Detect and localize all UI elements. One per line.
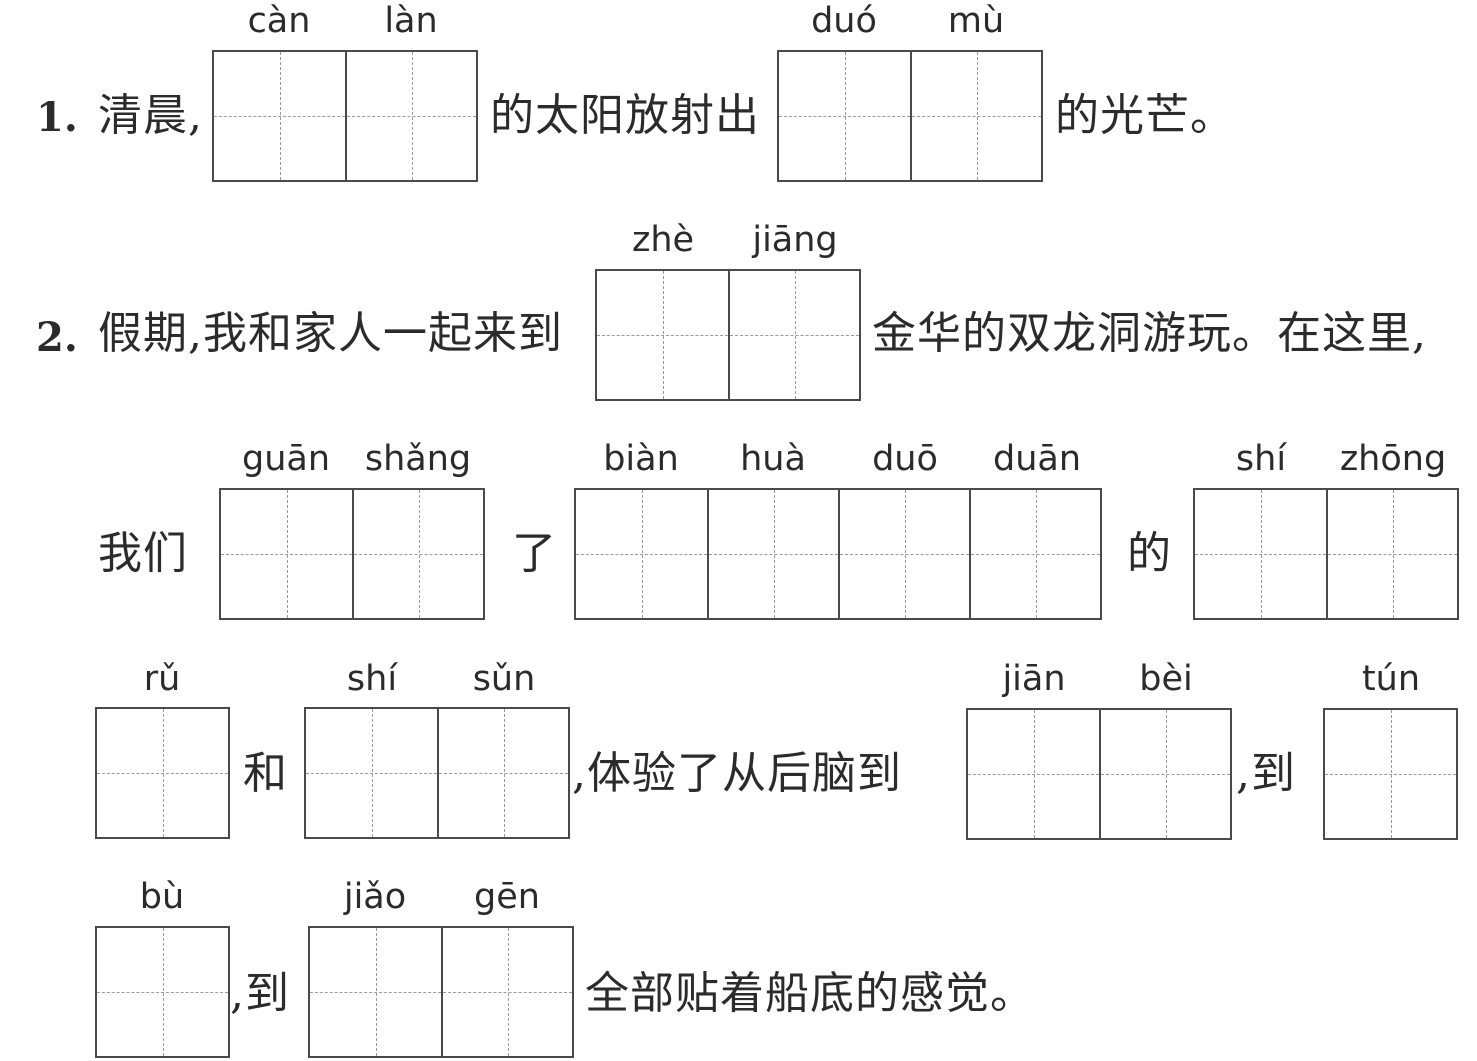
question-2-number: 2.: [36, 314, 78, 361]
pinyin-label: shí: [1235, 439, 1287, 479]
pinyin-label: làn: [384, 1, 438, 41]
question-1-text-a: 清晨,: [98, 90, 203, 141]
pinyin-label: zhōng: [1339, 439, 1447, 479]
pinyin-label: tún: [1361, 659, 1421, 699]
pinyin-label: bèi: [1139, 659, 1193, 699]
pinyin-label: shǎng: [364, 439, 472, 479]
answer-box-bianhuaduoduan[interactable]: [574, 488, 1102, 620]
tianzige-cell[interactable]: [1099, 710, 1230, 838]
pinyin-label: duān: [992, 439, 1082, 479]
question-1-number: 1.: [36, 94, 78, 141]
tianzige-cell[interactable]: [352, 490, 483, 618]
pinyin-label: mù: [947, 1, 1005, 41]
question-2-text-h: ,到: [1236, 748, 1296, 799]
answer-box-guanshang[interactable]: [219, 488, 485, 620]
tianzige-cell[interactable]: [838, 490, 969, 618]
tianzige-cell[interactable]: [221, 490, 352, 618]
question-2-text-g: ,体验了从后脑到: [572, 748, 902, 799]
tianzige-cell[interactable]: [968, 710, 1099, 838]
pinyin-label: zhè: [631, 220, 695, 260]
tianzige-cell[interactable]: [1326, 490, 1457, 618]
question-1-text-b: 的太阳放射出: [490, 90, 760, 141]
pinyin-label: rǔ: [143, 659, 181, 699]
answer-box-jianbei[interactable]: [966, 708, 1232, 840]
pinyin-label: duō: [872, 439, 938, 479]
pinyin-label: sǔn: [472, 659, 536, 699]
pinyin-label: càn: [247, 1, 311, 41]
answer-box-zhejiang[interactable]: [595, 269, 861, 401]
tianzige-cell[interactable]: [97, 709, 228, 837]
tianzige-cell[interactable]: [1325, 710, 1456, 838]
answer-box-ru[interactable]: [95, 707, 230, 839]
tianzige-cell[interactable]: [310, 928, 441, 1056]
tianzige-cell[interactable]: [707, 490, 838, 618]
tianzige-cell[interactable]: [97, 928, 228, 1056]
tianzige-cell[interactable]: [345, 52, 476, 180]
tianzige-cell[interactable]: [728, 271, 859, 399]
question-2-text-a: 假期,我和家人一起来到: [98, 308, 563, 359]
question-2-text-d: 了: [512, 528, 557, 579]
tianzige-cell[interactable]: [437, 709, 568, 837]
pinyin-label: jiān: [1002, 659, 1066, 699]
pinyin-label: shí: [346, 659, 398, 699]
answer-box-canlan[interactable]: [212, 50, 478, 182]
question-2-text-e: 的: [1127, 528, 1172, 579]
pinyin-label: guān: [241, 439, 331, 479]
answer-box-duomu[interactable]: [777, 50, 1043, 182]
tianzige-cell[interactable]: [597, 271, 728, 399]
pinyin-label: gēn: [474, 877, 540, 917]
question-2-text-c: 我们: [98, 528, 188, 579]
answer-box-tun[interactable]: [1323, 708, 1458, 840]
tianzige-cell[interactable]: [441, 928, 572, 1056]
answer-box-bu[interactable]: [95, 926, 230, 1058]
pinyin-label: huà: [740, 439, 806, 479]
question-2-text-b: 金华的双龙洞游玩。在这里,: [872, 308, 1427, 359]
pinyin-label: bù: [139, 877, 185, 917]
pinyin-label: biàn: [603, 439, 679, 479]
question-2-text-j: 全部贴着船底的感觉。: [585, 968, 1035, 1019]
tianzige-cell[interactable]: [779, 52, 910, 180]
pinyin-label: duó: [811, 1, 877, 41]
pinyin-label: jiǎo: [343, 877, 407, 917]
question-2-text-i: ,到: [230, 968, 290, 1019]
tianzige-cell[interactable]: [969, 490, 1100, 618]
tianzige-cell[interactable]: [1195, 490, 1326, 618]
tianzige-cell[interactable]: [576, 490, 707, 618]
answer-box-shisun[interactable]: [304, 707, 570, 839]
tianzige-cell[interactable]: [910, 52, 1041, 180]
tianzige-cell[interactable]: [306, 709, 437, 837]
tianzige-cell[interactable]: [214, 52, 345, 180]
answer-box-jiaogen[interactable]: [308, 926, 574, 1058]
answer-box-shizhong[interactable]: [1193, 488, 1459, 620]
pinyin-label: jiāng: [752, 220, 838, 260]
question-2-text-f: 和: [243, 748, 288, 799]
question-1-text-c: 的光芒。: [1055, 90, 1235, 141]
